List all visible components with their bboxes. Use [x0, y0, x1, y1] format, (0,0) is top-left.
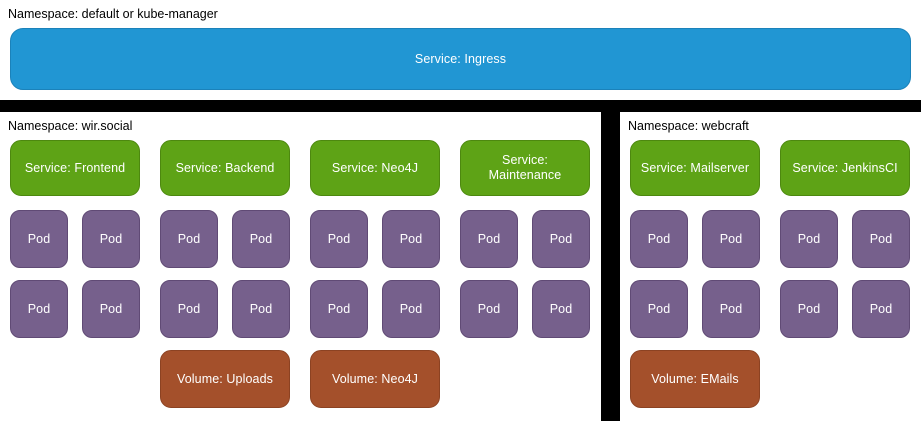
pod-frontend-3[interactable]: Pod — [10, 280, 68, 338]
volume-neo4j-label: Volume: Neo4J — [331, 371, 419, 386]
pod-label: Pod — [719, 231, 743, 246]
pod-label: Pod — [647, 231, 671, 246]
pod-label: Pod — [477, 301, 501, 316]
pod-label: Pod — [399, 301, 423, 316]
pod-mailserver-3[interactable]: Pod — [630, 280, 688, 338]
pod-label: Pod — [549, 231, 573, 246]
pod-label: Pod — [99, 301, 123, 316]
pod-mailserver-4[interactable]: Pod — [702, 280, 760, 338]
pod-maintenance-3[interactable]: Pod — [460, 280, 518, 338]
service-neo4j-label: Service: Neo4J — [331, 160, 419, 175]
pod-backend-3[interactable]: Pod — [160, 280, 218, 338]
pod-label: Pod — [99, 231, 123, 246]
pod-label: Pod — [327, 301, 351, 316]
service-ingress-label: Service: Ingress — [414, 51, 507, 66]
pod-backend-1[interactable]: Pod — [160, 210, 218, 268]
pod-maintenance-4[interactable]: Pod — [532, 280, 590, 338]
pod-maintenance-2[interactable]: Pod — [532, 210, 590, 268]
volume-uploads[interactable]: Volume: Uploads — [160, 350, 290, 408]
service-mailserver[interactable]: Service: Mailserver — [630, 140, 760, 196]
pod-label: Pod — [869, 231, 893, 246]
pod-neo4j-4[interactable]: Pod — [382, 280, 440, 338]
service-maintenance[interactable]: Service: Maintenance — [460, 140, 590, 196]
namespace-panel-webcraft: Namespace: webcraft Service: Mailserver … — [620, 112, 921, 421]
pod-frontend-1[interactable]: Pod — [10, 210, 68, 268]
volume-emails-label: Volume: EMails — [651, 371, 739, 386]
pod-label: Pod — [177, 231, 201, 246]
service-maintenance-label: Service: Maintenance — [488, 153, 562, 182]
pod-label: Pod — [327, 231, 351, 246]
pod-neo4j-1[interactable]: Pod — [310, 210, 368, 268]
pod-label: Pod — [549, 301, 573, 316]
pod-label: Pod — [477, 231, 501, 246]
pod-jenkinsci-2[interactable]: Pod — [852, 210, 910, 268]
pod-frontend-2[interactable]: Pod — [82, 210, 140, 268]
service-jenkinsci[interactable]: Service: JenkinsCI — [780, 140, 910, 196]
pod-label: Pod — [249, 301, 273, 316]
pod-neo4j-2[interactable]: Pod — [382, 210, 440, 268]
pod-mailserver-1[interactable]: Pod — [630, 210, 688, 268]
pod-jenkinsci-1[interactable]: Pod — [780, 210, 838, 268]
service-backend[interactable]: Service: Backend — [160, 140, 290, 196]
namespace-panel-default: Namespace: default or kube-manager Servi… — [0, 0, 921, 100]
service-frontend-label: Service: Frontend — [24, 160, 126, 175]
volume-neo4j[interactable]: Volume: Neo4J — [310, 350, 440, 408]
namespace-label-webcraft: Namespace: webcraft — [628, 119, 749, 133]
pod-maintenance-1[interactable]: Pod — [460, 210, 518, 268]
service-jenkinsci-label: Service: JenkinsCI — [792, 160, 898, 175]
volume-uploads-label: Volume: Uploads — [176, 371, 273, 386]
pod-mailserver-2[interactable]: Pod — [702, 210, 760, 268]
pod-label: Pod — [27, 231, 51, 246]
pod-neo4j-3[interactable]: Pod — [310, 280, 368, 338]
pod-label: Pod — [249, 231, 273, 246]
namespace-label-wir-social: Namespace: wir.social — [8, 119, 133, 133]
service-backend-label: Service: Backend — [175, 160, 275, 175]
service-neo4j[interactable]: Service: Neo4J — [310, 140, 440, 196]
pod-label: Pod — [27, 301, 51, 316]
pod-jenkinsci-4[interactable]: Pod — [852, 280, 910, 338]
pod-jenkinsci-3[interactable]: Pod — [780, 280, 838, 338]
pod-frontend-4[interactable]: Pod — [82, 280, 140, 338]
pod-label: Pod — [797, 231, 821, 246]
pod-label: Pod — [177, 301, 201, 316]
pod-label: Pod — [647, 301, 671, 316]
service-frontend[interactable]: Service: Frontend — [10, 140, 140, 196]
service-mailserver-label: Service: Mailserver — [640, 160, 750, 175]
pod-backend-4[interactable]: Pod — [232, 280, 290, 338]
pod-backend-2[interactable]: Pod — [232, 210, 290, 268]
pod-label: Pod — [869, 301, 893, 316]
namespace-panel-wir-social: Namespace: wir.social Service: Frontend … — [0, 112, 601, 421]
pod-label: Pod — [797, 301, 821, 316]
pod-label: Pod — [399, 231, 423, 246]
volume-emails[interactable]: Volume: EMails — [630, 350, 760, 408]
namespace-label-default: Namespace: default or kube-manager — [8, 7, 218, 21]
pod-label: Pod — [719, 301, 743, 316]
service-ingress[interactable]: Service: Ingress — [10, 28, 911, 90]
